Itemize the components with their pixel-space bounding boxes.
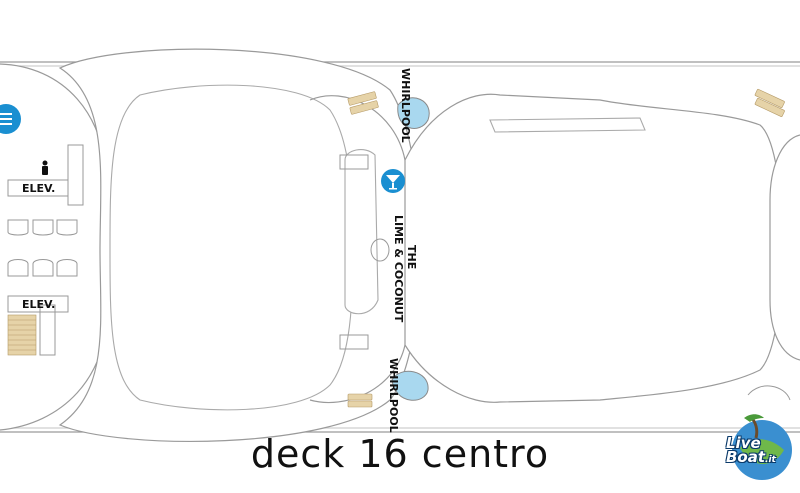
right-deck-area: [404, 93, 784, 403]
right-end-section: [769, 134, 800, 361]
whirlpool-bottom: [391, 370, 429, 401]
inner-oval: [109, 84, 353, 411]
right-inner-arc: [489, 117, 646, 133]
bar-table: [370, 238, 390, 262]
elevator-label-top: ELEV.: [22, 182, 55, 195]
whirlpool-top: [397, 97, 430, 129]
dining-icon: [0, 104, 21, 134]
elevator-label-bottom: ELEV.: [22, 298, 55, 311]
bar-counter-top: [339, 154, 369, 170]
right-lounger-outline: [747, 385, 791, 401]
bar-counter-bottom: [339, 334, 369, 350]
liveboat-logo: [732, 414, 792, 480]
deck-title: deck 16 centro: [250, 432, 550, 476]
whirlpool-label-bottom: WHIRLPOOL: [387, 358, 400, 433]
person-icon: [42, 160, 48, 175]
bar-area: [344, 149, 379, 315]
elevator-lobby: [7, 144, 84, 356]
bar-name-line2: LIME & COCONUT: [392, 215, 405, 323]
stairs-icon: [7, 314, 37, 356]
bar-name-line1: THE: [405, 245, 418, 269]
whirlpool-label-top: WHIRLPOOL: [399, 68, 412, 143]
liveboat-logo-text: Live Boat.it: [726, 434, 776, 466]
lounger-icon: [347, 88, 785, 408]
cocktail-icon: [381, 169, 405, 193]
